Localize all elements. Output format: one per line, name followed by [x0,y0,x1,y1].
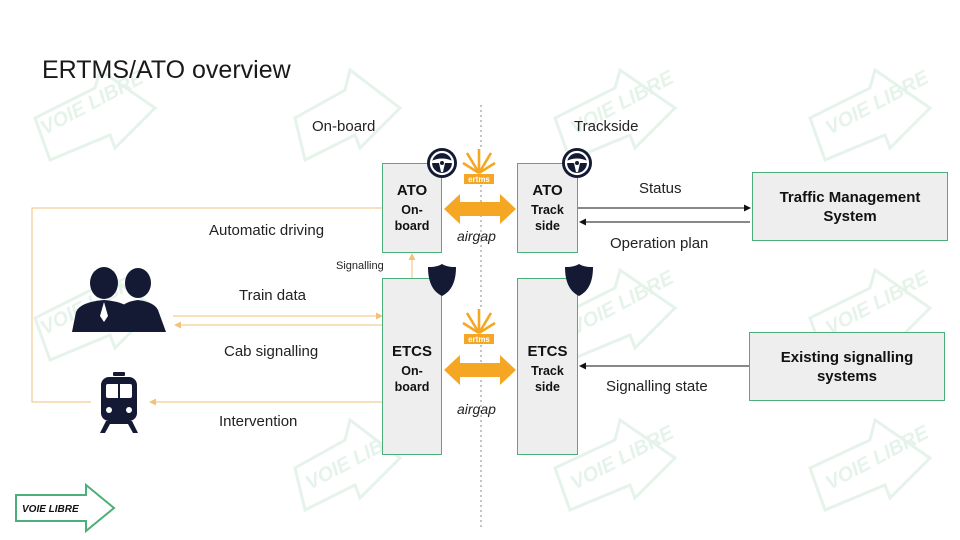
train-icon [100,372,138,433]
ato-trackside-sub-1: Track [531,203,564,217]
ato-onboard-box: ATO On- board [382,163,442,253]
page-title: ERTMS/ATO overview [42,56,291,84]
ertms-logo-text: ertms [468,335,490,344]
etcs-onboard-sub-1: On- [401,364,423,378]
ato-onboard-sub-2: board [394,219,430,233]
etcs-trackside-box: ETCS Track side [517,278,578,455]
etcs-trackside-sub-2: side [534,380,560,394]
trackside-label: Trackside [574,118,639,135]
ato-trackside-sub-2: side [534,219,560,233]
train-data-label: Train data [239,287,306,304]
etcs-onboard-title: ETCS [391,343,432,360]
airgap-label-top: airgap [457,228,496,244]
ato-onboard-title: ATO [396,182,428,199]
tms-line-1: Traffic Management [779,188,921,206]
ato-trackside-box: ATO Track side [517,163,578,253]
etcs-trackside-title: ETCS [527,343,568,360]
etcs-onboard-box: ETCS On- board [382,278,442,455]
automatic-driving-label: Automatic driving [209,222,325,239]
double-arrow-icon [444,355,516,385]
steering-wheel-icon [427,148,457,178]
airgap-label-bottom: airgap [457,401,496,417]
signalling-label: Signalling [336,260,384,272]
tms-line-2: System [823,207,877,225]
users-icon [72,267,166,332]
onboard-label: On-board [312,118,376,135]
cab-signalling-label: Cab signalling [224,343,319,360]
etcs-trackside-sub-1: Track [531,364,564,378]
status-label: Status [639,180,682,197]
etcs-onboard-sub-2: board [394,380,430,394]
tms-box: Traffic Management System [752,172,948,241]
steering-wheel-icon [562,148,592,178]
intervention-label: Intervention [219,413,298,430]
ertms-logo-icon: ertms [462,307,496,345]
voie-libre-logo-text: VOIE LIBRE [22,504,79,515]
double-arrow-icon [444,194,516,224]
operation-plan-label: Operation plan [610,235,709,252]
ess-line-1: Existing signalling [780,348,914,366]
ato-onboard-sub-1: On- [401,203,423,217]
shield-icon [565,264,593,296]
existing-signalling-box: Existing signalling systems [749,332,945,401]
voie-libre-logo: VOIE LIBRE [15,483,116,533]
ertms-logo-text: ertms [468,175,490,184]
shield-icon [428,264,456,296]
ertms-logo-icon: ertms [462,147,496,185]
ato-trackside-title: ATO [532,182,563,199]
ess-line-2: systems [816,367,878,385]
automatic-driving-line [31,207,382,403]
signalling-state-label: Signalling state [606,378,708,395]
